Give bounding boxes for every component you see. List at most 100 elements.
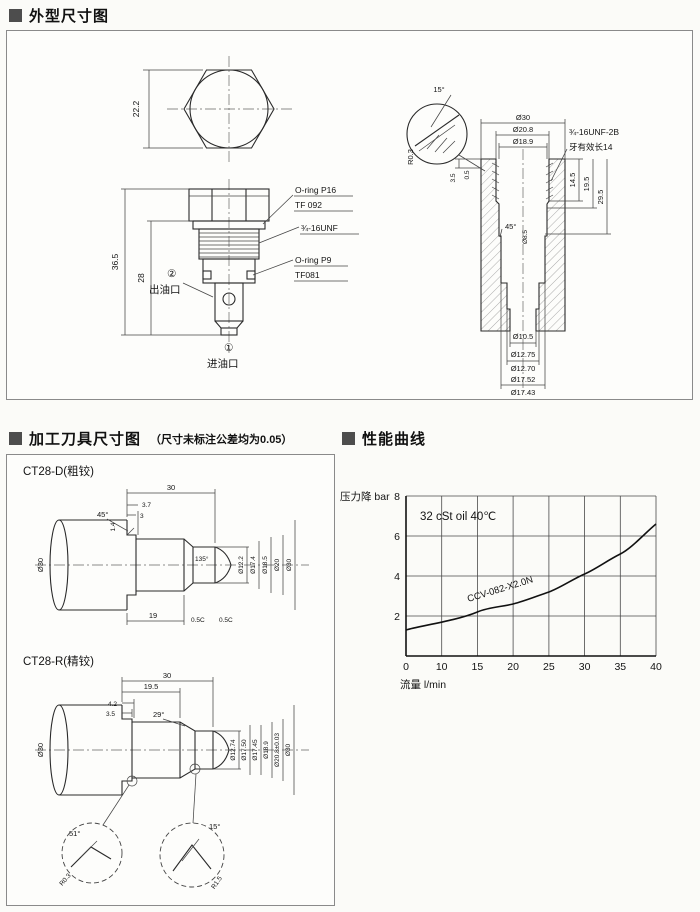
- pressure-drop-curve: [405, 523, 657, 631]
- dim-b1270: Ø12.70: [511, 364, 536, 373]
- y-tick-labels: 8 6 4 2: [394, 491, 400, 623]
- cartridge-front-view: O-ring P16 TF 092 ¾-16UNF O-ring P9 TF08…: [110, 179, 359, 370]
- hex-top-view: 22.2: [131, 56, 292, 163]
- dim-b1743: Ø17.43: [511, 388, 536, 397]
- dim-d85: Ø8.5: [522, 230, 529, 244]
- oring-p9-label: O-ring P9: [295, 255, 332, 265]
- x-tick: 30: [579, 661, 591, 673]
- ct28r-title: CT28-R(精铰): [23, 654, 94, 668]
- ct28r-d30-left: Ø30: [36, 743, 45, 757]
- x-axis-label: 流量 l/min: [400, 678, 446, 691]
- section2-note: （尺寸未标注公差均为0.05）: [150, 433, 293, 446]
- performance-chart-svg: 压力降 bar 8 6 4 2 0 10 15 20 25 30 35 40 流…: [340, 490, 662, 691]
- dim-35: 3.5: [450, 173, 457, 182]
- oil-condition-label: 32 cSt oil 40℃: [420, 511, 496, 523]
- ct28r-drawing: CT28-R(精铰) 30 19.5 4.2: [23, 654, 309, 891]
- detail-right-angle: 15°: [209, 822, 220, 831]
- x-tick: 20: [507, 661, 519, 673]
- x-tick: 0: [403, 661, 409, 673]
- dim-b105: Ø10.5: [513, 332, 533, 341]
- port1-label: 进油口: [207, 357, 239, 370]
- port1-number: ①: [224, 342, 234, 354]
- dim-45deg: 45°: [505, 222, 516, 231]
- section-marker-icon: [9, 432, 22, 445]
- dim-b1275: Ø12.75: [511, 350, 536, 359]
- section2-title: 加工刀具尺寸图: [29, 431, 142, 448]
- chamfer-detail-view: 15° R0.3: [406, 85, 486, 172]
- oring-p16-code: TF 092: [295, 200, 322, 210]
- y-tick: 4: [394, 571, 400, 583]
- ct28r-dim-right: Ø12.74: [230, 739, 237, 761]
- detail-angle-label: 15°: [433, 85, 444, 94]
- thread-length-label: 牙有效长14: [569, 142, 613, 152]
- section3-header: 性能曲线: [342, 428, 426, 449]
- oring-p9-code: TF081: [295, 270, 320, 280]
- ct28r-detail-right: 15° R1.5: [159, 822, 225, 891]
- x-tick: 10: [436, 661, 448, 673]
- oring-p16-label: O-ring P16: [295, 185, 336, 195]
- ct28r-l42: 4.2: [108, 701, 117, 708]
- outline-drawing-svg: 22.2: [110, 56, 619, 397]
- x-tick: 35: [614, 661, 626, 673]
- ct28r-l195: 19.5: [144, 682, 159, 691]
- chart-grid: [405, 495, 657, 657]
- dim-depth-195: 19.5: [582, 177, 591, 192]
- ct28d-c14: 1.4: [110, 522, 117, 531]
- performance-chart: 压力降 bar 8 6 4 2 0 10 15 20 25 30 35 40 流…: [336, 456, 698, 716]
- ct28r-dim-right: Ø20.8±0.03: [274, 733, 281, 767]
- detail-right-radius: R1.5: [210, 875, 224, 891]
- dim-depth-145: 14.5: [568, 173, 577, 188]
- y-tick: 2: [394, 611, 400, 623]
- thread-spec-label: ¾-16UNF-2B: [569, 127, 619, 137]
- dim-across-flats: 22.2: [131, 100, 141, 117]
- section2-header: 加工刀具尺寸图 （尺寸未标注公差均为0.05）: [9, 428, 292, 449]
- thread-label: ¾-16UNF: [301, 223, 338, 233]
- tool-drawing-svg: CT28-D(粗铰) 135° 30 3.7: [23, 464, 309, 891]
- ct28d-45deg: 45°: [97, 510, 108, 519]
- dim-d30: Ø30: [516, 113, 530, 122]
- ct28d-drawing: CT28-D(粗铰) 135° 30 3.7: [23, 464, 309, 625]
- dim-depth-295: 29.5: [596, 190, 605, 205]
- port2-label: 出油口: [149, 283, 181, 296]
- ct28d-l3: 3: [140, 513, 144, 520]
- ct28r-dim-right: Ø18.9: [263, 741, 270, 759]
- ct28d-chamfer2: 0.5C: [219, 617, 233, 624]
- ct28d-dim-right: Ø30: [286, 558, 293, 571]
- tool-dimension-panel: CT28-D(粗铰) 135° 30 3.7: [6, 454, 335, 906]
- outline-dimension-panel: 22.2: [6, 30, 693, 400]
- dim-d208: Ø20.8: [513, 125, 533, 134]
- ct28r-l35: 3.5: [106, 711, 115, 718]
- detail-left-angle: 51°: [69, 829, 80, 838]
- ct28r-len30: 30: [163, 671, 171, 680]
- section-marker-icon: [342, 432, 355, 445]
- ct28d-d30-left: Ø30: [36, 558, 45, 572]
- ct28d-dim-right: Ø17.4: [250, 556, 257, 574]
- dim-b1752: Ø17.52: [511, 375, 536, 384]
- dim-total-height: 36.5: [110, 253, 120, 270]
- y-tick: 8: [394, 491, 400, 503]
- ct28d-len19: 19: [149, 611, 157, 620]
- section3-title: 性能曲线: [362, 431, 427, 448]
- cavity-section-view: Ø30 Ø20.8 Ø18.9 ¾-16UNF-2B 牙有效长14 14.5: [450, 113, 619, 397]
- section-marker-icon: [9, 9, 22, 22]
- y-axis-label: 压力降 bar: [340, 490, 390, 503]
- x-tick-labels: 0 10 15 20 25 30 35 40: [403, 661, 662, 673]
- ct28d-l37: 3.7: [142, 502, 151, 509]
- ct28d-135deg: 135°: [195, 555, 209, 563]
- ct28d-dim-right: Ø20: [274, 558, 281, 571]
- ct28d-chamfer1: 0.5C: [191, 617, 205, 624]
- section1-title: 外型尺寸图: [29, 8, 110, 25]
- ct28r-dim-right: Ø30: [285, 743, 292, 756]
- x-tick: 25: [543, 661, 555, 673]
- dim-05: 0.5: [464, 170, 471, 179]
- ct28r-dim-right: Ø17.50: [241, 739, 248, 761]
- ct28d-len30: 30: [167, 483, 175, 492]
- detail-left-radius: R0.3: [58, 872, 72, 887]
- ct28r-detail-left: 51° R0.3: [58, 822, 123, 887]
- ct28d-dim-right: Ø12.2: [238, 556, 245, 574]
- ct28d-dim-right: Ø18.5: [262, 556, 269, 574]
- dim-d189: Ø18.9: [513, 137, 533, 146]
- y-tick: 6: [394, 531, 400, 543]
- detail-radius-label: R0.3: [406, 149, 415, 165]
